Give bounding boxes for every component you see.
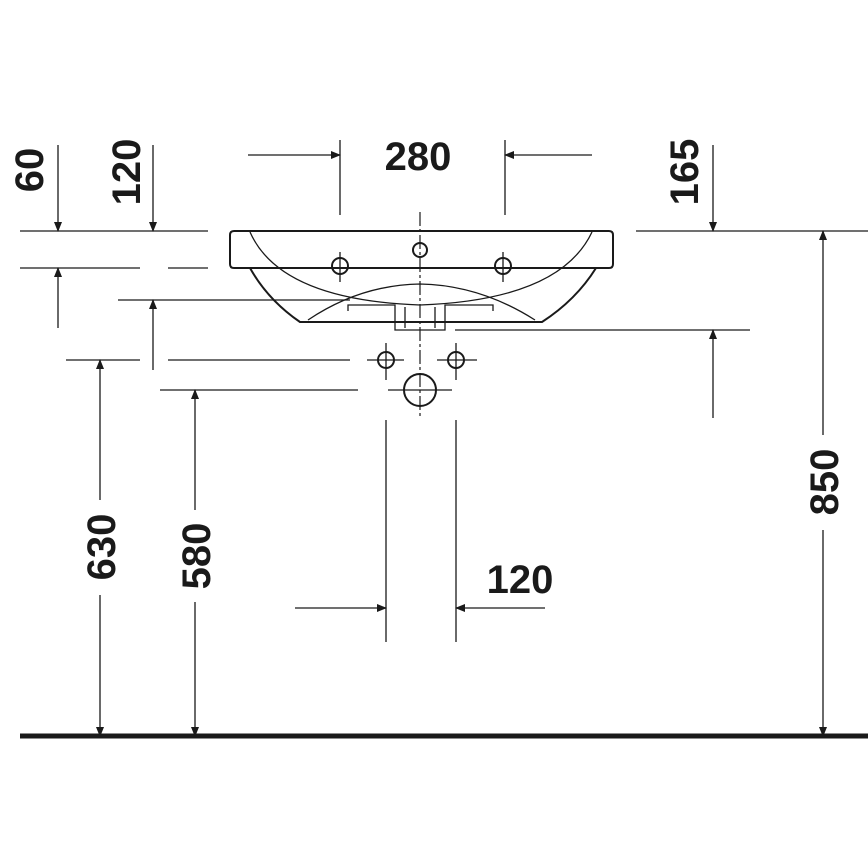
dim-label-120-depth: 120 — [105, 139, 149, 206]
dim-label-850: 850 — [803, 449, 847, 516]
dim-label-60: 60 — [8, 148, 52, 193]
dim-label-580: 580 — [175, 523, 219, 590]
washbasin-front-view — [229, 212, 614, 418]
dim-label-280: 280 — [385, 135, 452, 179]
dimension-arrows — [54, 145, 827, 737]
dim-label-630: 630 — [80, 514, 124, 581]
dim-label-120-spacing: 120 — [487, 558, 554, 602]
extension-lines — [20, 140, 868, 642]
dim-label-165: 165 — [663, 139, 707, 206]
